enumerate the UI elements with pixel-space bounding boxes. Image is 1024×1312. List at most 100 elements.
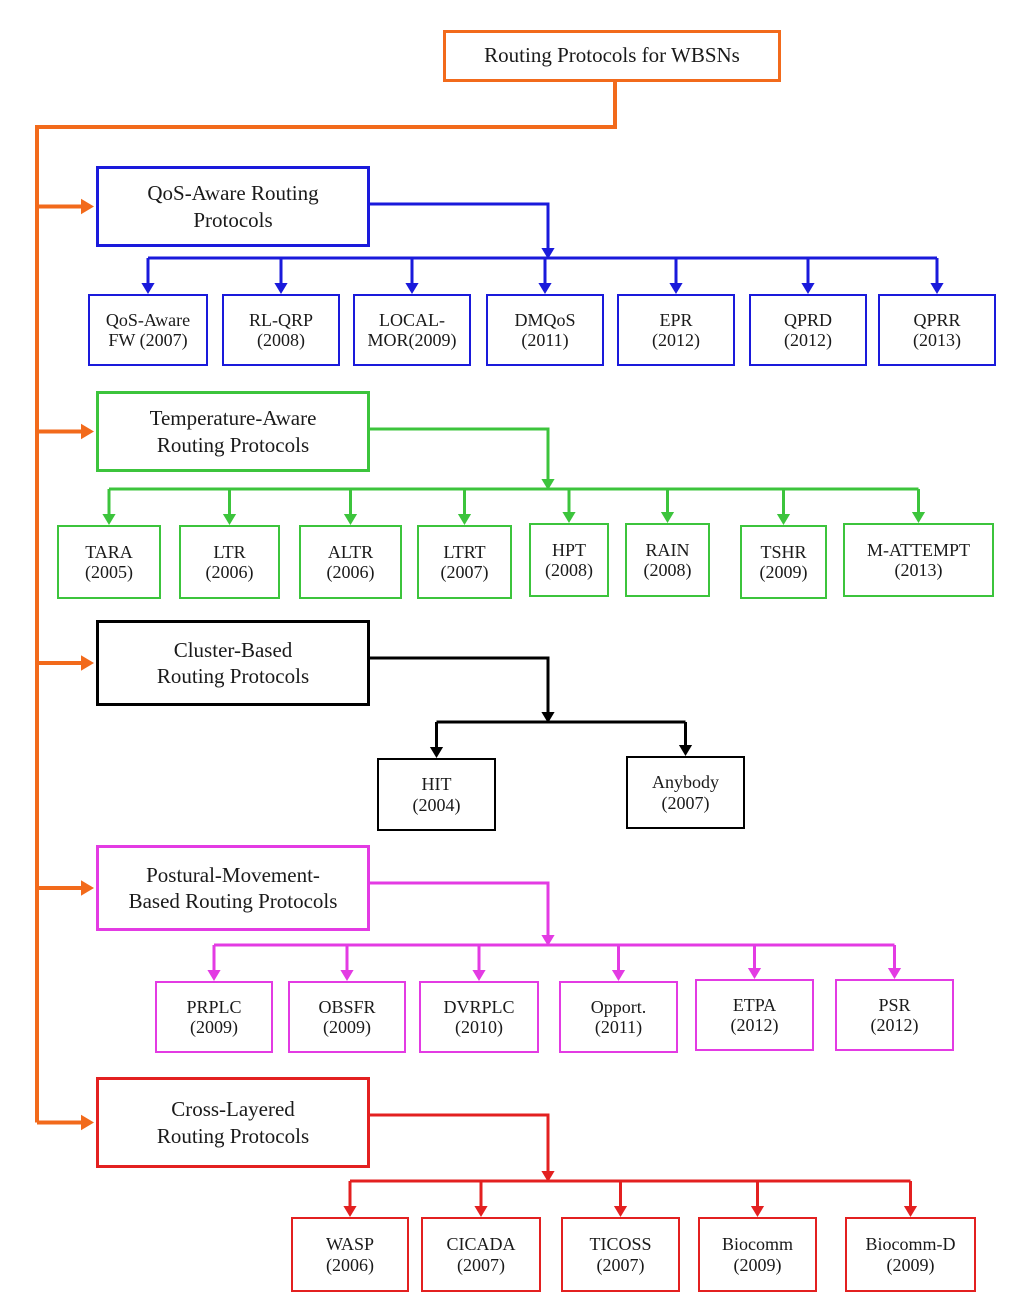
protocol-name: M-ATTEMPT [867,539,970,560]
protocol-year: (2009) [733,1254,782,1275]
protocol-year: (2008) [257,330,305,350]
protocol-year: MOR(2009) [367,330,457,350]
protocol-year: (2008) [643,560,692,580]
protocol-name: WASP [325,1234,374,1255]
category-label-line-1: Postural-Movement- [146,862,320,887]
protocol-year: (2005) [85,562,133,582]
protocol-name: HPT [551,539,586,560]
child-drop-arrowhead [538,283,552,294]
category-cluster-based: Cluster-Based Routing Protocols [96,620,370,706]
child-drop-arrowhead [102,514,116,525]
protocol-node: TARA (2005) [57,525,161,599]
protocol-year: (2010) [455,1017,503,1037]
category-label-line-1: Cross-Layered [171,1097,295,1122]
protocol-year: (2007) [661,792,710,813]
category-label-line-1: Cluster-Based [173,637,293,662]
child-drop-arrowhead [141,283,155,294]
protocol-year: (2007) [457,1254,505,1275]
protocol-node: EPR (2012) [617,294,735,366]
protocol-year: (2006) [326,1254,374,1275]
protocol-year: (2011) [521,330,569,350]
child-drop-arrowhead [678,745,693,756]
protocol-name: EPR [659,309,693,330]
protocol-name: HIT [421,774,452,795]
protocol-year: (2012) [730,1015,779,1035]
category-hub-line [370,1113,550,1171]
protocol-node: RL-QRP (2008) [222,294,340,366]
protocol-node: TSHR (2009) [740,525,827,599]
protocol-name: ALTR [327,541,374,562]
protocol-node: LOCAL- MOR(2009) [353,294,471,366]
protocol-name: LTR [213,541,246,562]
protocol-node: Anybody (2007) [626,756,745,829]
category-label-line-2: Based Routing Protocols [128,889,338,913]
protocol-name: LTRT [443,541,486,562]
category-hub-line [370,881,550,935]
protocol-year: (2012) [652,330,700,350]
category-cross-layered: Cross-Layered Routing Protocols [96,1077,370,1168]
child-drop-arrowhead [562,512,576,523]
protocol-year: FW (2007) [108,330,188,350]
child-drop-arrowhead [887,968,902,979]
protocol-name: CICADA [446,1234,516,1255]
category-label-line-1: Temperature-Aware [149,406,317,431]
category-branch-arrowhead [81,880,94,896]
category-branch-arrowhead [81,423,94,440]
category-qos-aware: QoS-Aware Routing Protocols [96,166,370,247]
category-label-line-2: Routing Protocols [156,664,310,688]
protocol-name: Biocomm [722,1234,793,1255]
child-drop-arrowhead [207,970,221,981]
protocol-node: RAIN (2008) [625,523,710,597]
child-drop-arrowhead [747,968,762,979]
protocol-year: (2009) [323,1017,371,1037]
protocol-year: (2004) [412,794,461,815]
child-drop-arrowhead [911,512,926,523]
protocol-name: RL-QRP [248,309,313,330]
child-drop-arrowhead [429,747,444,758]
category-hub-arrowhead [541,1171,555,1182]
protocol-node: CICADA (2007) [421,1217,541,1292]
protocol-node: ETPA (2012) [695,979,814,1051]
protocol-year: (2006) [205,562,254,582]
child-drop-arrowhead [776,514,791,525]
category-label-line-2: Routing Protocols [156,432,310,457]
category-hub-arrowhead [541,479,555,490]
protocol-node: LTRT (2007) [417,525,512,599]
protocol-node: WASP (2006) [291,1217,409,1292]
protocol-node: ALTR (2006) [299,525,402,599]
child-drop-arrowhead [660,512,675,523]
child-drop-arrowhead [930,283,944,294]
protocol-node: DVRPLC (2010) [419,981,539,1053]
protocol-year: (2013) [913,330,961,350]
protocol-year: (2009) [886,1254,935,1275]
protocol-name: PRPLC [186,996,242,1017]
category-postural-movement-based: Postural-Movement- Based Routing Protoco… [96,845,370,931]
protocol-node: PRPLC (2009) [155,981,273,1053]
child-drop-arrowhead [343,1206,357,1217]
protocol-name: DMQoS [514,309,576,330]
protocol-year: (2013) [894,560,943,580]
protocol-node: QPRR (2013) [878,294,996,366]
child-drop-arrowhead [405,283,419,294]
protocol-year: (2012) [870,1015,919,1035]
protocol-node: PSR (2012) [835,979,954,1051]
protocol-node: Biocomm (2009) [698,1217,817,1292]
child-drop-arrowhead [669,283,683,294]
root-title: Routing Protocols for WBSNs [484,43,740,68]
child-drop-arrowhead [472,970,486,981]
category-label-line-2: Routing Protocols [156,1123,310,1148]
protocol-name: PSR [878,994,911,1015]
protocol-name: LOCAL- [379,309,445,330]
protocol-name: Anybody [652,772,719,793]
protocol-node: DMQoS (2011) [486,294,604,366]
category-branch-arrowhead [81,655,94,671]
child-drop-arrowhead [474,1206,488,1217]
root-node: Routing Protocols for WBSNs [443,30,781,82]
category-hub-line [370,427,550,479]
category-hub-line [370,202,550,248]
root-trunk-line [35,82,617,1123]
category-hub-arrowhead [541,935,555,946]
protocol-node: Biocomm-D (2009) [845,1217,976,1292]
